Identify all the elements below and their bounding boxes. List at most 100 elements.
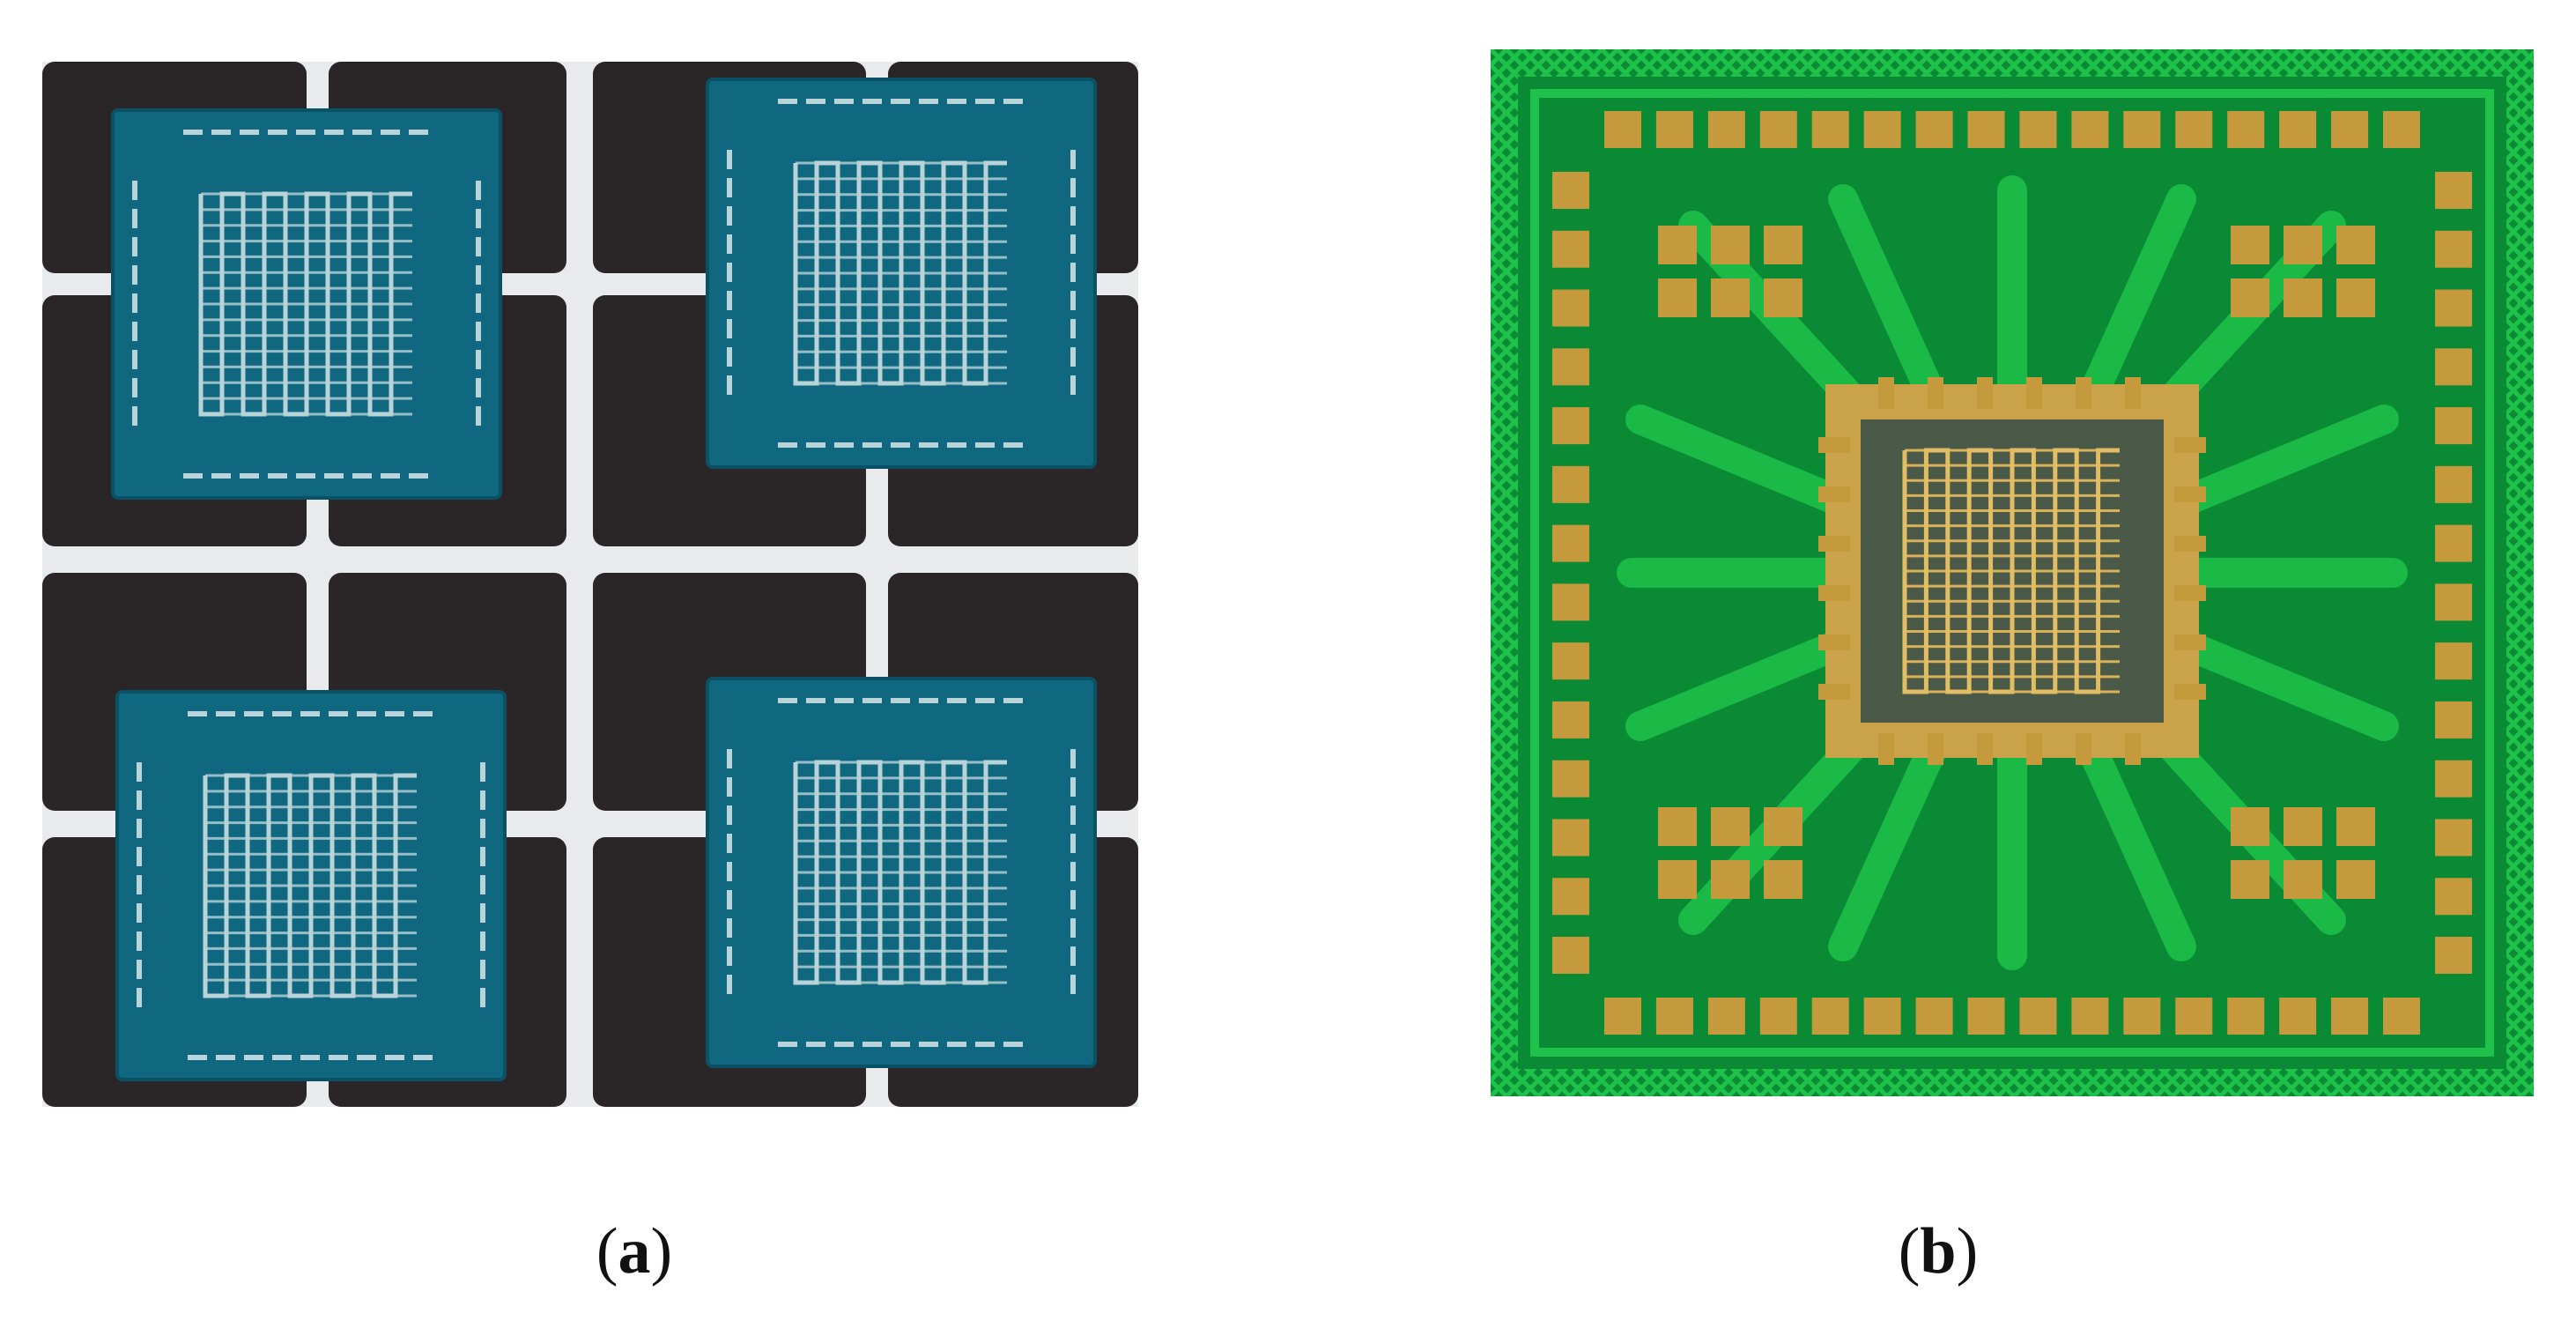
core-finger bbox=[2125, 733, 2141, 765]
edge-pad bbox=[2435, 701, 2472, 738]
cluster-pad bbox=[2231, 807, 2269, 846]
edge-pad bbox=[2435, 760, 2472, 798]
pcb-board-image bbox=[1491, 49, 2534, 1096]
cluster-pad bbox=[1711, 226, 1750, 264]
edge-pad bbox=[2071, 111, 2109, 148]
edge-pad bbox=[1552, 230, 1589, 268]
edge-pad bbox=[2435, 878, 2472, 916]
edge-pad bbox=[2279, 111, 2317, 148]
core-finger bbox=[1928, 733, 1943, 765]
edge-pad bbox=[1552, 289, 1589, 327]
core-finger bbox=[2174, 684, 2206, 700]
edge-pad bbox=[2123, 998, 2161, 1035]
edge-pad bbox=[2019, 111, 2057, 148]
cluster-pad bbox=[1658, 807, 1697, 846]
edge-pad bbox=[1915, 998, 1953, 1035]
edge-pad bbox=[1552, 465, 1589, 503]
cluster-pad bbox=[2231, 278, 2269, 317]
sensor-chips-image bbox=[42, 62, 1138, 1107]
edge-pad bbox=[1552, 819, 1589, 857]
edge-pad bbox=[2071, 998, 2109, 1035]
cluster-pad bbox=[1658, 278, 1697, 317]
sensor-chip bbox=[706, 78, 1097, 469]
edge-pad bbox=[1604, 111, 1641, 148]
edge-pad bbox=[1655, 998, 1693, 1035]
edge-pad bbox=[2175, 998, 2213, 1035]
edge-pad bbox=[2383, 998, 2420, 1035]
sensor-chip bbox=[706, 677, 1097, 1068]
edge-pad bbox=[1967, 998, 2005, 1035]
core-finger bbox=[2076, 377, 2091, 409]
edge-pad bbox=[2383, 111, 2420, 148]
edge-pad bbox=[2435, 583, 2472, 621]
edge-pad bbox=[2435, 407, 2472, 445]
edge-pad bbox=[1811, 998, 1849, 1035]
core-finger bbox=[1818, 684, 1850, 700]
edge-pad bbox=[2435, 172, 2472, 209]
core-finger bbox=[2174, 437, 2206, 453]
edge-pad bbox=[1552, 172, 1589, 209]
cluster-pad bbox=[1711, 278, 1750, 317]
edge-pad bbox=[1707, 998, 1745, 1035]
cluster-pad bbox=[2336, 226, 2375, 264]
core-finger bbox=[2174, 585, 2206, 601]
edge-pad bbox=[1863, 111, 1901, 148]
sensor-chips-photo bbox=[42, 62, 1138, 1107]
cluster-pad bbox=[1764, 860, 1802, 899]
cluster-pad bbox=[2231, 226, 2269, 264]
edge-pad bbox=[2019, 998, 2057, 1035]
edge-pad bbox=[1552, 937, 1589, 974]
core-finger bbox=[2174, 635, 2206, 650]
cluster-pad bbox=[2284, 226, 2322, 264]
edge-pad bbox=[1552, 348, 1589, 386]
sensor-heater bbox=[1902, 448, 2120, 694]
edge-pad bbox=[1552, 701, 1589, 738]
edge-pad bbox=[2227, 111, 2265, 148]
hatched-frame bbox=[1491, 49, 2534, 1096]
cluster-pad bbox=[1658, 860, 1697, 899]
edge-pad bbox=[2435, 289, 2472, 327]
edge-pad bbox=[1604, 998, 1641, 1035]
cluster-pad bbox=[2284, 278, 2322, 317]
core-finger bbox=[2174, 486, 2206, 502]
edge-pad bbox=[1967, 111, 2005, 148]
core-finger bbox=[2125, 377, 2141, 409]
core-finger bbox=[2026, 733, 2042, 765]
core-finger bbox=[2026, 377, 2042, 409]
edge-pad bbox=[2331, 111, 2369, 148]
sensor-chip bbox=[115, 690, 507, 1081]
edge-pad bbox=[2435, 819, 2472, 857]
cluster-pad bbox=[1711, 807, 1750, 846]
core-finger bbox=[1818, 486, 1850, 502]
cluster-pad bbox=[2284, 807, 2322, 846]
pcb-board-photo bbox=[1491, 49, 2534, 1096]
edge-pad bbox=[1552, 760, 1589, 798]
edge-pad bbox=[2435, 348, 2472, 386]
edge-pad bbox=[2331, 998, 2369, 1035]
edge-pad bbox=[2435, 230, 2472, 268]
cluster-pad bbox=[2336, 807, 2375, 846]
edge-pad bbox=[1552, 524, 1589, 562]
core-finger bbox=[1818, 536, 1850, 552]
cluster-pad bbox=[1764, 807, 1802, 846]
core-finger bbox=[1818, 635, 1850, 650]
cluster-pad bbox=[1658, 226, 1697, 264]
edge-pad bbox=[1759, 998, 1797, 1035]
core-finger bbox=[1818, 585, 1850, 601]
edge-pad bbox=[1811, 111, 1849, 148]
edge-pad bbox=[2227, 998, 2265, 1035]
core-finger bbox=[1928, 377, 1943, 409]
sensor-chip bbox=[111, 108, 502, 500]
edge-pad bbox=[2435, 642, 2472, 680]
edge-pad bbox=[1552, 407, 1589, 445]
edge-pad bbox=[2435, 937, 2472, 974]
core-finger bbox=[1977, 733, 1993, 765]
cluster-pad bbox=[2336, 278, 2375, 317]
edge-pad bbox=[2175, 111, 2213, 148]
edge-pad bbox=[2279, 998, 2317, 1035]
edge-pad bbox=[2435, 465, 2472, 503]
core-finger bbox=[1878, 733, 1894, 765]
edge-pad bbox=[1552, 583, 1589, 621]
edge-pad bbox=[1552, 642, 1589, 680]
cluster-pad bbox=[1764, 278, 1802, 317]
